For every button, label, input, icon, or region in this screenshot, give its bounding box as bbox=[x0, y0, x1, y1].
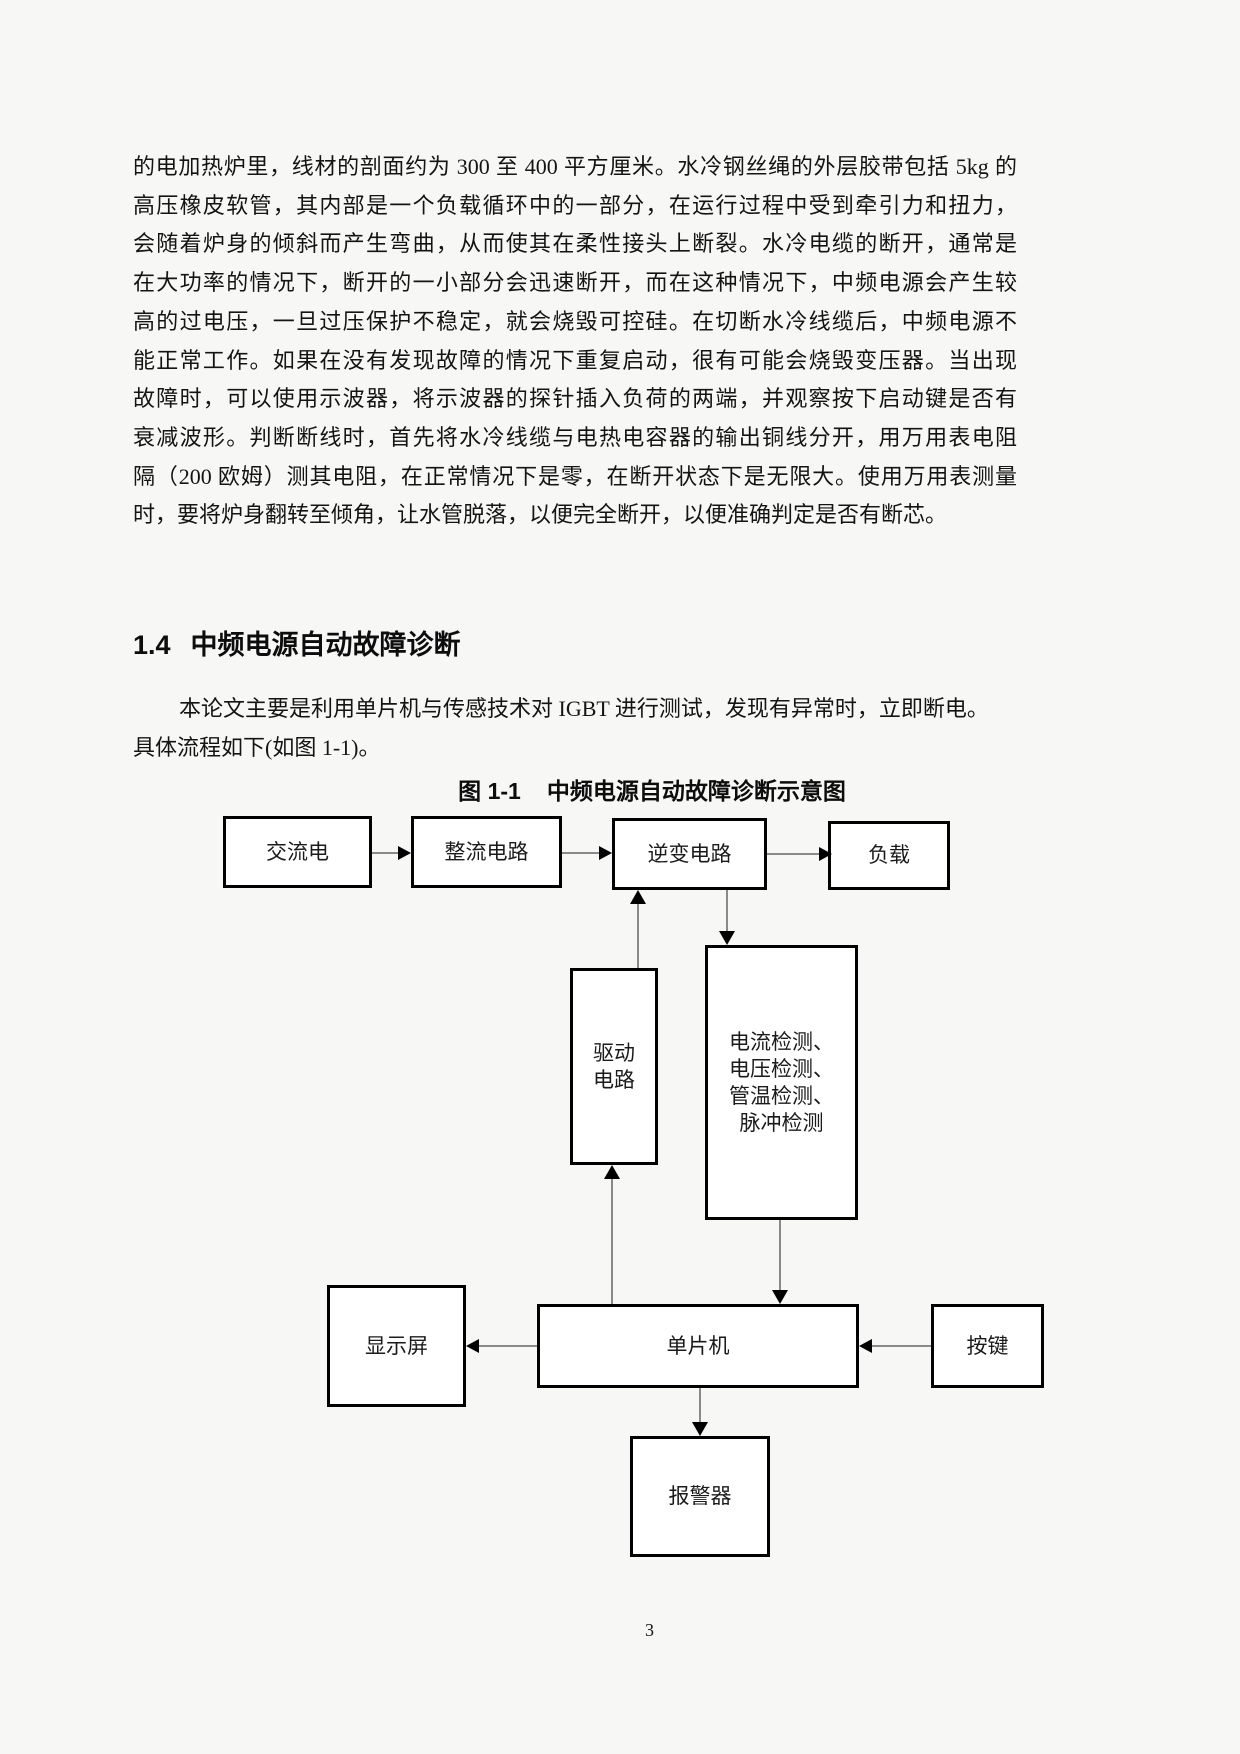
body-line: 高压橡皮软管，其内部是一个负载循环中的一部分，在运行过程中受到牵引力和扭力， bbox=[133, 192, 1017, 218]
flow-node-alarm-label: 报警器 bbox=[668, 1484, 732, 1508]
body-line: 会随着炉身的倾斜而产生弯曲，从而使其在柔性接头上断裂。水冷电缆的断开，通常是 bbox=[133, 231, 1017, 257]
body-line: 在大功率的情况下，断开的一小部分会迅速断开，而在这种情况下，中频电源会产生较 bbox=[133, 270, 1017, 296]
flow-node-driver-circuit: 驱动 电路 bbox=[570, 968, 658, 1165]
body-line: 高的过电压，一旦过压保护不稳定，就会烧毁可控硅。在切断水冷线缆后，中频电源不 bbox=[133, 308, 1017, 334]
arrow-inverter-to-load-line bbox=[767, 853, 820, 855]
section-number: 1.4 bbox=[133, 630, 171, 660]
page-number: 3 bbox=[645, 1620, 654, 1640]
flow-node-alarm: 报警器 bbox=[630, 1436, 770, 1557]
arrow-detection-to-mcu-line bbox=[779, 1220, 781, 1292]
body-line: 具体流程如下(如图 1-1)。 bbox=[133, 734, 381, 760]
flow-node-load: 负载 bbox=[828, 821, 950, 890]
arrow-rectifier-to-inverter-line bbox=[562, 852, 600, 854]
body-paragraph-1: 的电加热炉里，线材的剖面约为 300 至 400 平方厘米。水冷钢丝绳的外层胶带… bbox=[133, 148, 1017, 535]
flow-node-keypad: 按键 bbox=[931, 1304, 1044, 1388]
arrow-driver-to-inverter-head bbox=[630, 890, 646, 904]
arrow-ac-to-rectifier-line bbox=[372, 852, 399, 854]
flow-node-rectifier-label: 整流电路 bbox=[444, 839, 529, 864]
arrow-mcu-to-alarm-head bbox=[692, 1422, 708, 1436]
body-line: 能正常工作。如果在没有发现故障的情况下重复启动，很有可能会烧毁变压器。当出现 bbox=[133, 347, 1017, 373]
flow-node-ac-power: 交流电 bbox=[223, 816, 372, 888]
arrow-keypad-to-mcu-head bbox=[859, 1339, 872, 1353]
arrow-driver-to-inverter-line bbox=[637, 903, 639, 968]
flow-node-display-label: 显示屏 bbox=[365, 1333, 428, 1358]
flow-node-detection-module-label: 电流检测、 电压检测、 管温检测、 脉冲检测 bbox=[729, 1029, 834, 1135]
arrow-mcu-to-driver-head bbox=[604, 1165, 620, 1179]
arrow-ac-to-rectifier-head bbox=[398, 846, 411, 860]
figure-caption: 图 1-1 中频电源自动故障诊断示意图 bbox=[458, 772, 846, 806]
body-line: 隔（200 欧姆）测其电阻，在正常情况下是零，在断开状态下是无限大。使用万用表测… bbox=[133, 463, 1017, 489]
body-line: 的电加热炉里，线材的剖面约为 300 至 400 平方厘米。水冷钢丝绳的外层胶带… bbox=[133, 154, 1017, 179]
body-paragraph-2: 本论文主要是利用单片机与传感技术对 IGBT 进行测试，发现有异常时，立即断电。… bbox=[133, 690, 1017, 767]
body-line: 衰减波形。判断断线时，首先将水冷线缆与电热电容器的输出铜线分开，用万用表电阻 bbox=[133, 424, 1017, 450]
section-title: 中频电源自动故障诊断 bbox=[190, 630, 461, 660]
flow-node-mcu: 单片机 bbox=[537, 1304, 859, 1388]
flow-node-display: 显示屏 bbox=[327, 1285, 466, 1407]
flow-node-detection-module: 电流检测、 电压检测、 管温检测、 脉冲检测 bbox=[705, 945, 858, 1220]
arrow-mcu-to-driver-line bbox=[611, 1178, 613, 1304]
arrow-mcu-to-alarm-line bbox=[699, 1388, 701, 1424]
arrow-keypad-to-mcu-line bbox=[871, 1345, 931, 1347]
section-heading: 1.4 中频电源自动故障诊断 bbox=[133, 629, 461, 661]
flow-node-driver-circuit-label: 驱动 电路 bbox=[593, 1040, 635, 1092]
figure-caption-title: 中频电源自动故障诊断示意图 bbox=[546, 778, 846, 804]
body-line: 故障时，可以使用示波器，将示波器的探针插入负荷的两端，并观察按下启动键是否有 bbox=[133, 386, 1017, 412]
arrow-mcu-to-display-head bbox=[466, 1339, 479, 1353]
figure-caption-number: 图 1-1 bbox=[458, 778, 521, 804]
arrow-inverter-to-load-head bbox=[819, 847, 832, 861]
arrow-mcu-to-display-line bbox=[478, 1345, 537, 1347]
flow-node-mcu-label: 单片机 bbox=[666, 1333, 730, 1358]
body-line: 本论文主要是利用单片机与传感技术对 IGBT 进行测试，发现有异常时，立即断电。 bbox=[179, 696, 989, 721]
flow-node-keypad-label: 按键 bbox=[966, 1333, 1009, 1358]
arrow-inverter-to-detection-head bbox=[719, 931, 735, 945]
arrow-rectifier-to-inverter-head bbox=[599, 846, 612, 860]
flow-node-inverter-label: 逆变电路 bbox=[647, 841, 732, 866]
body-line: 时，要将炉身翻转至倾角，让水管脱落，以便完全断开，以便准确判定是否有断芯。 bbox=[133, 502, 948, 528]
flow-node-ac-power-label: 交流电 bbox=[266, 839, 329, 864]
arrow-inverter-to-detection-line bbox=[726, 890, 728, 933]
flow-node-inverter: 逆变电路 bbox=[612, 818, 767, 890]
flow-node-load-label: 负载 bbox=[868, 843, 910, 867]
flow-node-rectifier: 整流电路 bbox=[411, 816, 562, 888]
arrow-detection-to-mcu-head bbox=[772, 1290, 788, 1304]
